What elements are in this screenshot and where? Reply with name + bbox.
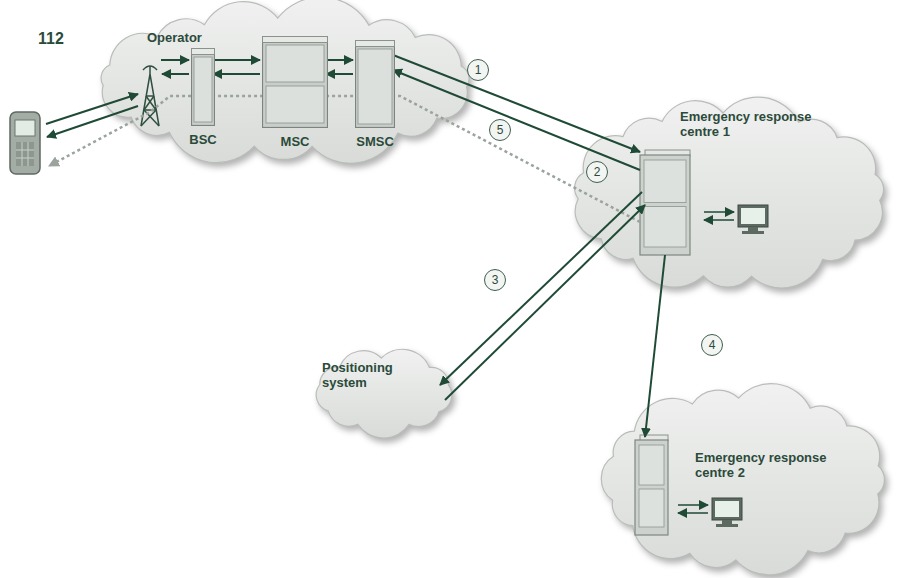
equipment-rack bbox=[262, 36, 328, 128]
monitor-stand bbox=[748, 227, 758, 231]
server-panel bbox=[644, 160, 686, 203]
monitor-screen bbox=[715, 501, 739, 517]
emergency-centre-cloud: Emergency response centre 2 bbox=[590, 380, 898, 578]
equipment-rack bbox=[355, 40, 395, 128]
link-arrow bbox=[678, 504, 708, 506]
callout-number: 4 bbox=[701, 334, 723, 356]
radio-tower bbox=[141, 66, 159, 126]
msc-rack: MSC bbox=[253, 36, 337, 149]
tower-link-down bbox=[162, 73, 189, 75]
rack-body bbox=[192, 49, 215, 126]
link-arrow bbox=[678, 512, 708, 514]
monitor-base bbox=[742, 231, 764, 234]
message-arrow bbox=[393, 55, 640, 152]
callout-number: 5 bbox=[489, 119, 511, 141]
rack-door bbox=[266, 86, 324, 123]
positioning-cloud: Positioning system bbox=[300, 340, 468, 445]
callout-number: 2 bbox=[586, 161, 608, 183]
monitor-base bbox=[716, 524, 738, 527]
cloud-heading: Emergency response centre 1 bbox=[680, 109, 825, 139]
server-body bbox=[640, 155, 690, 255]
equipment-label: MSC bbox=[253, 134, 337, 149]
cloud-shape bbox=[601, 384, 884, 575]
callout-number: 3 bbox=[484, 269, 506, 291]
computer-monitor bbox=[678, 498, 742, 527]
computer-monitor bbox=[704, 205, 768, 234]
cloud-shape bbox=[316, 349, 452, 438]
dialled-number: 112 bbox=[38, 30, 64, 48]
rack-top bbox=[192, 49, 215, 55]
monitor-frame bbox=[738, 205, 768, 227]
cloud-heading: Operator bbox=[147, 30, 247, 45]
equipment-label: SMSC bbox=[348, 134, 402, 149]
rack-top bbox=[356, 41, 395, 47]
radio-link-down bbox=[47, 106, 138, 137]
radio-link-up bbox=[46, 94, 138, 124]
rack-door bbox=[358, 49, 392, 124]
equipment-label: BSC bbox=[180, 132, 226, 147]
monitor-stand bbox=[722, 520, 732, 524]
rack-door bbox=[266, 45, 324, 82]
message-arrow bbox=[326, 59, 353, 61]
message-arrow bbox=[445, 205, 645, 400]
link-arrow bbox=[704, 219, 734, 221]
cloud-shape bbox=[575, 97, 884, 288]
cloud-heading: Positioning system bbox=[322, 360, 422, 390]
message-arrow bbox=[393, 70, 640, 170]
message-arrow bbox=[213, 73, 260, 75]
server-cabinet bbox=[640, 150, 690, 255]
equipment-rack bbox=[191, 48, 215, 126]
server-panel bbox=[644, 207, 686, 248]
message-arrow bbox=[440, 192, 642, 385]
cloud-heading: Emergency response centre 2 bbox=[695, 450, 840, 480]
monitor-screen bbox=[741, 208, 765, 224]
cloud-shape bbox=[101, 0, 469, 163]
server-cabinet bbox=[635, 435, 668, 535]
message-arrow bbox=[326, 73, 353, 75]
smsc-rack: SMSC bbox=[348, 40, 402, 149]
rack-body bbox=[263, 37, 328, 128]
callout-number: 1 bbox=[467, 59, 489, 81]
reply-path-dotted bbox=[49, 96, 640, 222]
server-body bbox=[635, 440, 668, 535]
server-panel bbox=[639, 489, 664, 527]
rack-body bbox=[356, 41, 395, 128]
monitor-frame bbox=[712, 498, 742, 520]
cloud-outline bbox=[300, 340, 468, 445]
bsc-rack: BSC bbox=[180, 48, 226, 147]
link-arrow bbox=[704, 211, 734, 213]
emergency-centre-cloud: Emergency response centre 1 bbox=[560, 95, 898, 295]
rack-door bbox=[194, 57, 212, 122]
message-arrow bbox=[213, 59, 260, 61]
tower-link-up bbox=[161, 59, 189, 61]
mobile-phone bbox=[10, 112, 40, 174]
server-panel bbox=[639, 445, 664, 485]
message-arrow bbox=[645, 255, 665, 437]
rack-top bbox=[263, 37, 328, 43]
